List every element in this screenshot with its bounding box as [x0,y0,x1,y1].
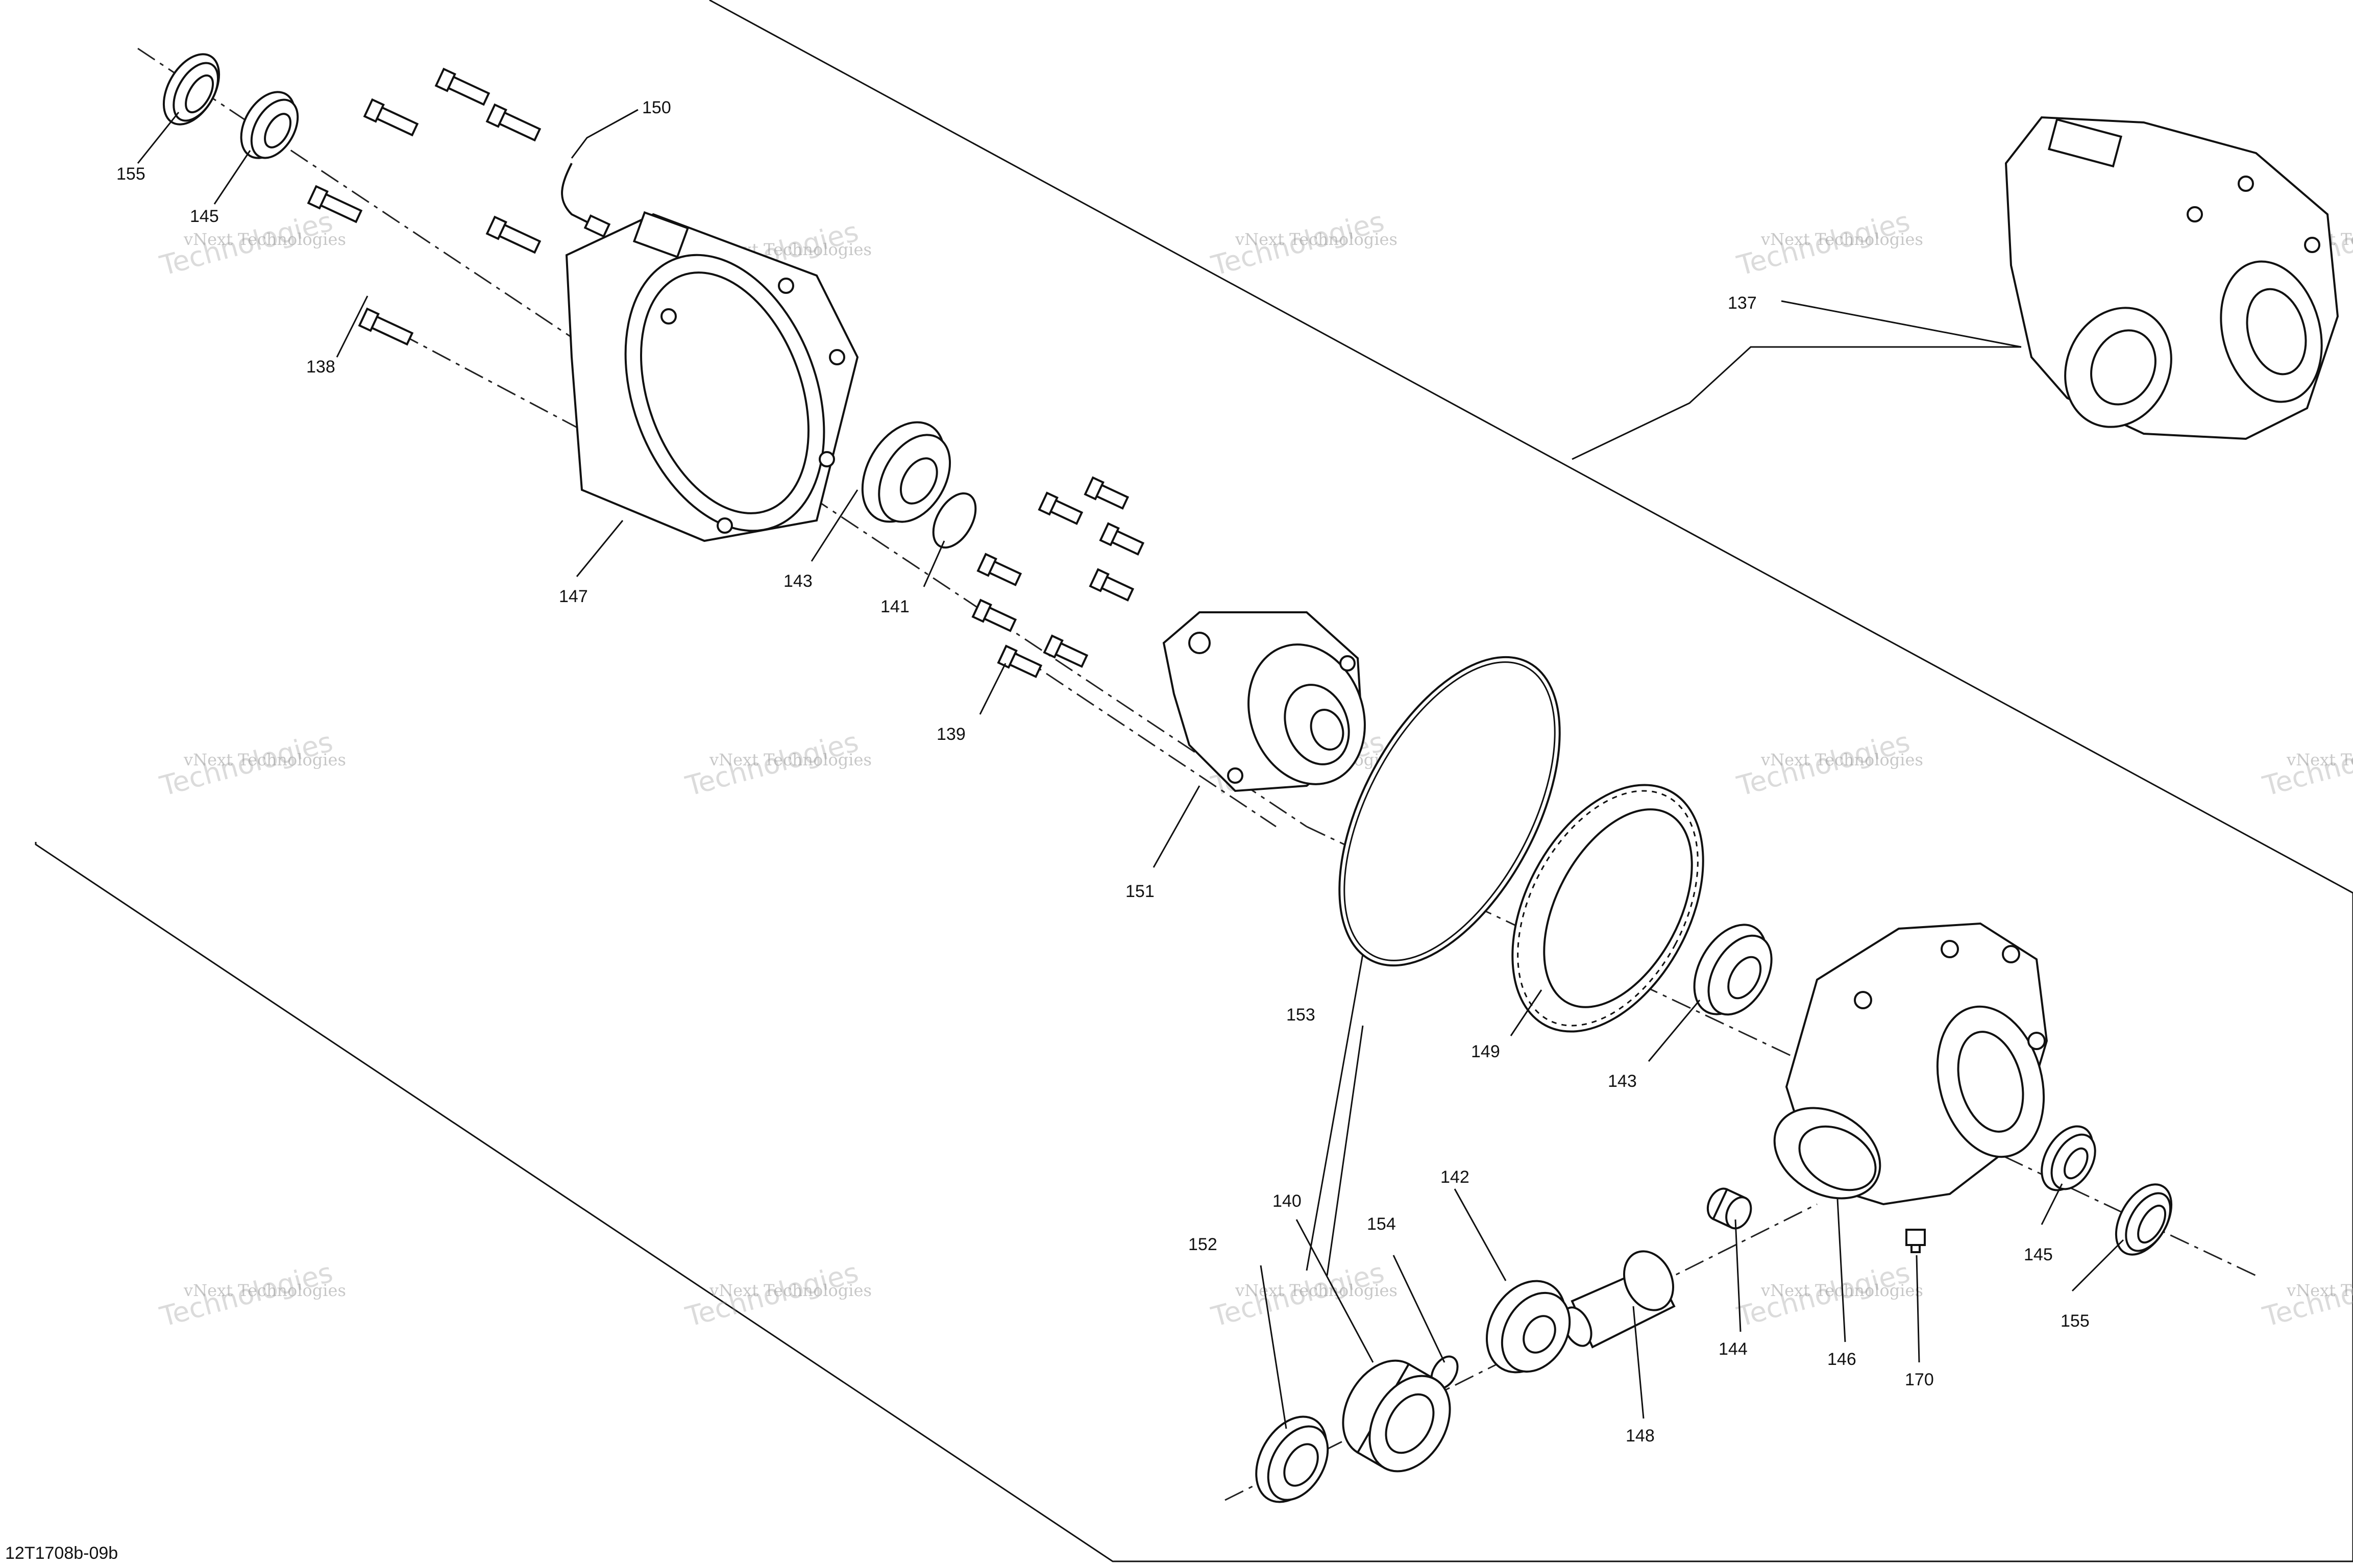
watermark-text: vNext Technologies [709,750,872,769]
part-143-bearing-upper [861,421,951,523]
diagram-frame [35,0,2353,1562]
callout-170: 170 [1905,1370,1934,1389]
watermark-text: vNext Technologies [1760,750,1923,769]
watermark-text: vNext Technologies [1235,230,1398,249]
callout-150: 150 [642,98,671,117]
callout-155: 155 [2061,1311,2090,1331]
part-170-plug [1905,1229,1926,1253]
part-143-bearing-lower [1693,924,1773,1016]
watermark-text: vNext Technologies [183,1281,346,1300]
part-137-assembly [2004,116,2339,440]
part-150-fitting [583,214,611,238]
watermark-text: vNext Technologies [2286,750,2353,769]
watermark-text: vNext Technologies [709,1281,872,1300]
callout-152: 152 [1188,1235,1217,1254]
callout-154: 154 [1367,1214,1396,1234]
part-141-snap-ring [932,492,977,549]
bolt-axis [1015,652,1277,828]
callout-140: 140 [1272,1191,1302,1211]
part-145-bearing-lower [2041,1125,2096,1191]
callout-149: 149 [1471,1042,1500,1061]
callout-148: 148 [1626,1426,1655,1446]
bolt-group-138 [307,67,542,346]
watermark-text: vNext Technologies [1235,1281,1398,1300]
part-148-pinion-shaft [1562,1250,1676,1349]
part-153-o-ring-inner [1343,661,1556,961]
part-146-gear-housing [1773,922,2048,1206]
callout-147: 147 [559,587,588,606]
leader-lines [137,109,2124,1429]
callout-146: 146 [1827,1350,1856,1369]
part-151-differential [1162,611,1366,792]
callout-145: 145 [2024,1245,2053,1264]
watermark-text: Technologies [2259,726,2353,803]
part-150-vent-tube [561,163,593,226]
callout-137: 137 [1728,293,1757,313]
callout-143: 143 [783,571,813,591]
callout-145: 145 [190,207,219,226]
watermark-text: vNext Technologies [183,750,346,769]
watermark-text: vNext Technologies [183,230,346,249]
watermark-text: Technologies [2259,1256,2353,1333]
callout-138: 138 [306,357,335,377]
callout-141: 141 [880,597,910,616]
watermark-text: vNext Technologies [1760,230,1923,249]
drawing-reference: 12T1708b-09b [5,1544,118,1563]
part-153-o-ring [1338,656,1561,967]
part-155-oil-seal [162,53,220,126]
part-145-bearing [240,91,299,159]
callout-151: 151 [1125,882,1155,901]
bolt-group-139 [971,476,1145,678]
callout-143: 143 [1608,1072,1637,1091]
part-152-oil-seal [1255,1415,1329,1503]
watermark-text: vNext Technologies [2286,1281,2353,1300]
part-147-housing-cover [565,211,859,542]
callout-144: 144 [1719,1339,1748,1359]
part-155-oil-seal-lower [2115,1183,2173,1256]
part-149-ring-gear [1511,784,1704,1033]
callout-labels: 155 145 150 138 147 143 141 139 151 153 … [116,98,2090,1446]
callout-142: 142 [1440,1167,1469,1187]
part-140-coupling [1342,1359,1451,1473]
callout-155: 155 [116,164,145,184]
part-144-needle-bearing [1706,1187,1752,1230]
callout-139: 139 [937,725,966,744]
part-142-bearing [1485,1280,1571,1374]
callout-153: 153 [1286,1005,1315,1025]
